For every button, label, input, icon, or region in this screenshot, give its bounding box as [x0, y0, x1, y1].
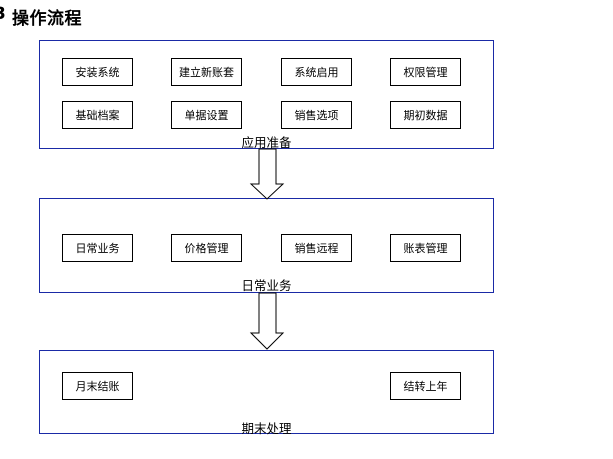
- step-document-settings: 单据设置: [171, 101, 242, 129]
- step-sales-options: 销售选项: [281, 101, 352, 129]
- flow-arrow-2: [249, 292, 285, 350]
- step-create-account-set: 建立新账套: [171, 58, 242, 86]
- step-install-system: 安装系统: [62, 58, 133, 86]
- stage-label-daily-business: 日常业务: [241, 278, 292, 293]
- stage-period-end: 月末结账 结转上年 期末处理: [39, 350, 494, 436]
- step-daily-business: 日常业务: [62, 234, 133, 262]
- step-opening-data: 期初数据: [390, 101, 461, 129]
- stage-daily-business: 日常业务 价格管理 销售远程 账表管理 日常业务: [39, 198, 494, 293]
- step-basic-archives: 基础档案: [62, 101, 133, 129]
- step-sales-remote: 销售远程: [281, 234, 352, 262]
- step-permission-management: 权限管理: [390, 58, 461, 86]
- section-number: 3: [0, 4, 6, 24]
- step-month-end-closing: 月末结账: [62, 372, 133, 400]
- step-carry-forward-year: 结转上年: [390, 372, 461, 400]
- section-title: 操作流程: [12, 9, 82, 29]
- step-report-management: 账表管理: [390, 234, 461, 262]
- stage-label-period-end: 期末处理: [241, 421, 292, 436]
- stage-preparation: 安装系统 建立新账套 系统启用 权限管理 基础档案 单据设置 销售选项 期初数据…: [39, 40, 494, 150]
- stage-label-preparation: 应用准备: [241, 135, 292, 150]
- step-price-management: 价格管理: [171, 234, 242, 262]
- flow-arrow-1: [249, 148, 285, 200]
- step-enable-system: 系统启用: [281, 58, 352, 86]
